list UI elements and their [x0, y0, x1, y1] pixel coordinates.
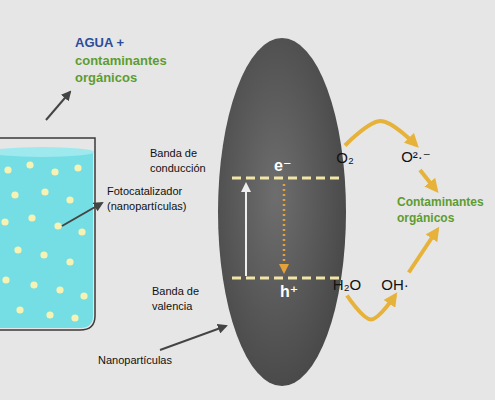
nanoparticle-dot — [66, 258, 73, 265]
excitation-arrow — [245, 184, 247, 276]
annotation-label: Nanopartículas — [98, 354, 172, 366]
nanoparticle-dot — [78, 228, 85, 235]
leader-line — [46, 92, 70, 120]
nanoparticle-dot — [14, 246, 21, 253]
nanoparticle-dots — [1, 161, 87, 321]
carrier-label: h⁺ — [280, 282, 298, 301]
nanoparticle-dot — [71, 314, 78, 321]
species-text: H₂O — [331, 275, 363, 294]
nanoparticle-dot — [54, 222, 61, 229]
nanoparticle-dot — [41, 188, 48, 195]
reaction-arrow — [420, 170, 436, 190]
nanoparticle-dot — [74, 164, 81, 171]
beaker — [0, 138, 95, 330]
nanoparticle-dot — [11, 191, 18, 198]
reaction-arrow — [409, 230, 437, 273]
annotation-label: Fotocatalizador (nanopartículas) — [107, 184, 207, 214]
nanoparticle-dot — [16, 306, 23, 313]
nanoparticle-dot — [40, 251, 47, 258]
reaction-arrow — [345, 121, 416, 146]
nanoparticle-dot — [4, 166, 11, 173]
species-text: OH· — [379, 275, 411, 294]
species-text: O²·⁻ — [399, 147, 433, 167]
ellipse-shape — [218, 38, 346, 386]
carrier-label: e⁻ — [274, 156, 291, 175]
nanoparticle-dot — [46, 311, 53, 318]
nanoparticle-dot — [1, 218, 8, 225]
species-text: O₂ — [334, 148, 356, 167]
water-surface — [0, 147, 94, 157]
species-name: Contaminantes orgánicos — [397, 194, 489, 226]
annotation-label: AGUA + — [75, 35, 124, 50]
annotation-label: Banda de conducción — [150, 146, 218, 176]
reaction-arrow — [347, 296, 395, 320]
species-name: O²·⁻ — [401, 148, 431, 166]
beaker-outline — [0, 138, 95, 330]
annotation-label: Banda de valencia — [152, 284, 214, 314]
beaker-water — [0, 152, 93, 328]
nanoparticle-dot — [80, 292, 87, 299]
ellipse-body — [218, 38, 346, 386]
nanoparticle-dot — [26, 161, 33, 168]
leader-line — [62, 203, 102, 226]
nanoparticle-ellipse: e⁻ h⁺ — [218, 38, 346, 386]
recombination-arrow — [283, 184, 286, 272]
band-line — [232, 177, 344, 180]
species-name: H₂O — [333, 276, 361, 293]
nanoparticle-dot — [30, 281, 37, 288]
nanoparticle-dot — [2, 276, 9, 283]
leader-line — [160, 326, 226, 350]
annotation-label: contaminantes orgánicos — [75, 52, 175, 86]
nanoparticle-dot — [28, 214, 35, 221]
nanoparticle-dot — [66, 196, 73, 203]
nanoparticle-dot — [51, 168, 58, 175]
nanoparticle-dot — [56, 286, 63, 293]
species-text: Contaminantes orgánicos — [395, 193, 491, 227]
species-name: O₂ — [336, 149, 354, 166]
band-line — [232, 277, 344, 280]
species-name: OH· — [381, 276, 409, 293]
